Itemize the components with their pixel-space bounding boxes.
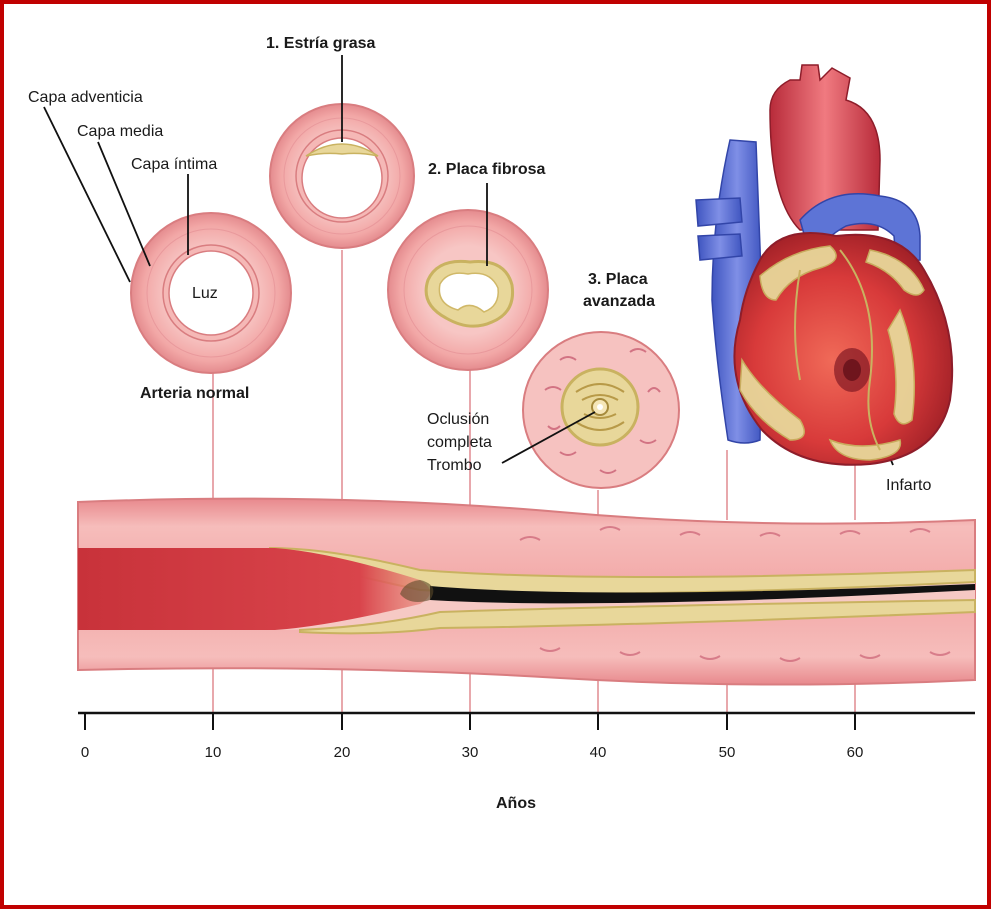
advanced-plaque-cross-section xyxy=(523,332,679,488)
label-infarct: Infarto xyxy=(886,476,931,495)
label-occlusion-line2: completa xyxy=(427,433,492,452)
label-stage-3-line1: 3. Placa xyxy=(588,270,648,289)
label-adventicia: Capa adventicia xyxy=(28,88,143,107)
tick-label-20: 20 xyxy=(322,744,362,761)
label-thrombus: Trombo xyxy=(427,456,482,475)
tick-label-10: 10 xyxy=(193,744,233,761)
label-stage-1: 1. Estría grasa xyxy=(266,34,375,53)
tick-label-50: 50 xyxy=(707,744,747,761)
label-intima: Capa íntima xyxy=(131,155,217,174)
label-occlusion-line1: Oclusión xyxy=(427,410,489,429)
tick-label-40: 40 xyxy=(578,744,618,761)
heart-illustration xyxy=(696,65,952,465)
label-stage-2: 2. Placa fibrosa xyxy=(428,160,545,179)
artery-longitudinal-section xyxy=(78,499,975,685)
axis-title: Años xyxy=(496,794,536,813)
label-media: Capa media xyxy=(77,122,163,141)
age-axis xyxy=(78,713,975,730)
tick-label-0: 0 xyxy=(65,744,105,761)
fibrous-plaque-cross-section xyxy=(388,210,548,370)
tick-label-30: 30 xyxy=(450,744,490,761)
label-stage-3-line2: avanzada xyxy=(583,292,655,311)
label-normal-artery: Arteria normal xyxy=(140,384,249,403)
label-luz: Luz xyxy=(192,284,218,303)
tick-label-60: 60 xyxy=(835,744,875,761)
